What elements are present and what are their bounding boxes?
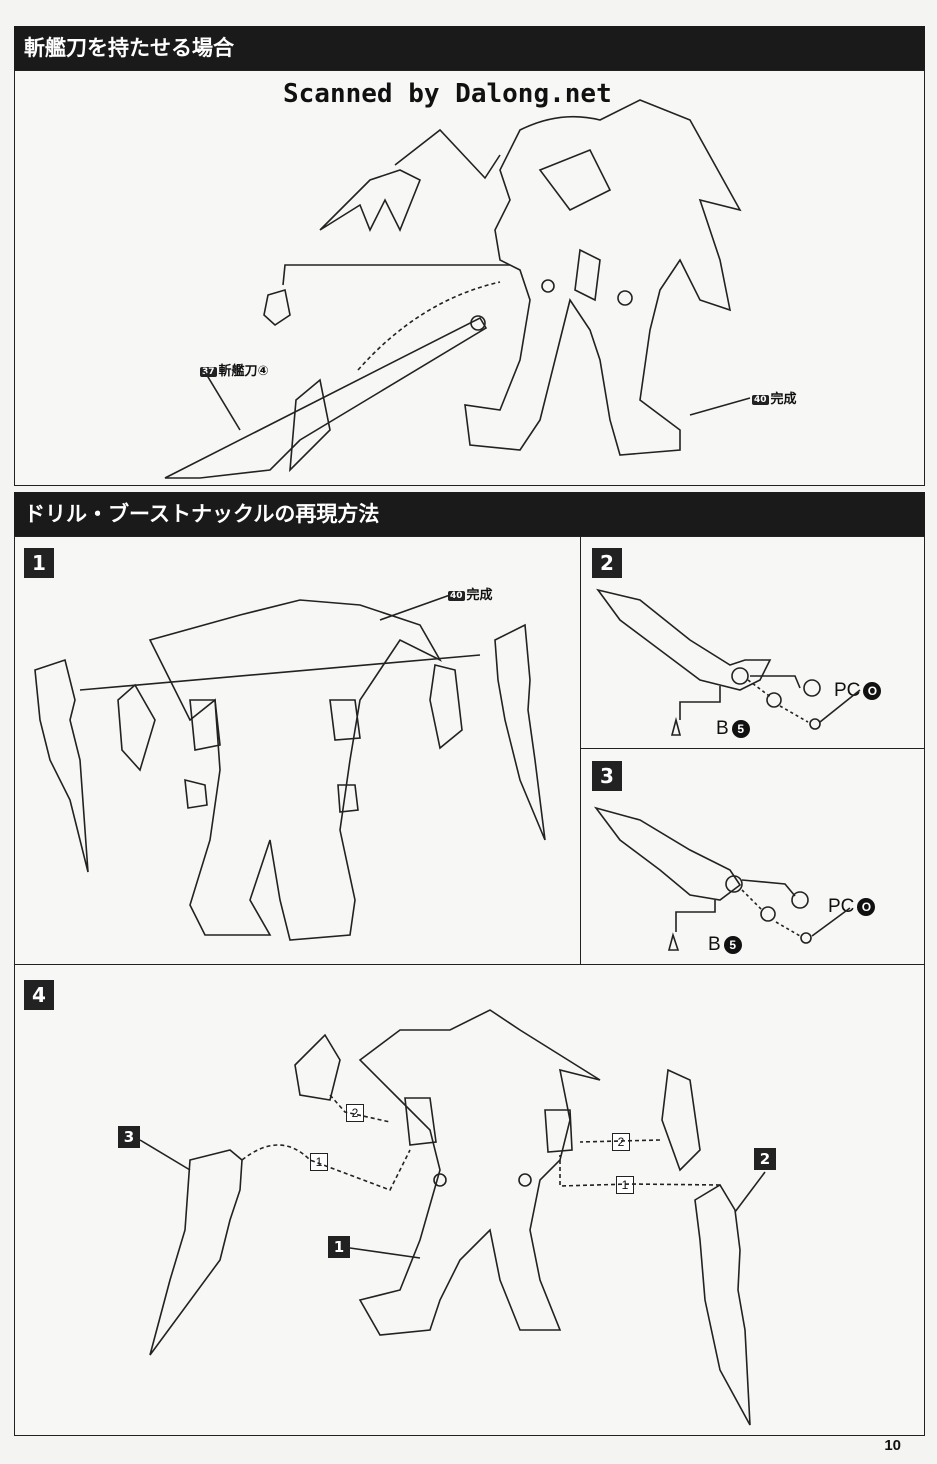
step4-ref-right-upper: 2 [612,1133,630,1151]
step2-b-part: 5 [731,719,750,738]
section-title-drill: ドリル・ブーストナックルの再現方法 [14,492,925,536]
robot-figure-step4 [358,1009,601,1336]
step3-badge: 3 [592,761,622,791]
step4-ref-right-lower: 1 [616,1176,634,1194]
complete-num-top: 40 [752,394,769,405]
section-title-zankanto: 斬艦刀を持たせる場合 [14,26,925,70]
arm-right-step1 [429,664,463,750]
complete-text-step1: 完成 [466,588,493,603]
zankanto-panel [14,70,925,486]
step2-panel [580,536,925,750]
hand-part-top [263,288,291,327]
step4-panel [14,964,925,1436]
drill-assembly-step3 [593,806,851,951]
sword-top [164,316,488,479]
robot-figure-top [464,99,742,456]
step1-badge: 1 [24,548,54,578]
claw-part-top [319,169,422,232]
step4-callout-1: 1 [328,1236,350,1258]
complete-text-top: 完成 [770,392,797,407]
step4-ref-left-lower: 1 [310,1153,328,1171]
watermark: Scanned by Dalong.net [283,79,612,109]
step4-callout-3: 3 [118,1126,140,1148]
arm-left-step1 [117,683,156,772]
step3-pc-part: O [857,897,876,916]
complete-num-step1: 40 [448,590,465,601]
step3-b-part: 5 [723,935,742,954]
drill-left-step4 [149,1149,243,1356]
step4-badge: 4 [24,980,54,1010]
step3-pc-text: PC [828,896,855,917]
step4-callout-2: 2 [754,1148,776,1170]
step2-pc-part: O [863,681,882,700]
page-number: 10 [884,1437,901,1454]
step1-panel [14,536,582,966]
drill-left-step1 [34,658,89,873]
robot-figure-step1 [148,599,443,941]
drill-right-step4 [694,1183,751,1426]
arm-right-step4 [661,1068,701,1172]
step2-badge: 2 [592,548,622,578]
step3-b-text: B [708,934,721,955]
step2-b-text: B [716,718,729,739]
arm-left-step4 [294,1033,341,1101]
sword-part-num: 37 [200,366,217,377]
drill-right-step1 [494,623,546,841]
sword-part-text: 斬艦刀④ [218,364,269,379]
drill-assembly-step2 [596,588,861,736]
